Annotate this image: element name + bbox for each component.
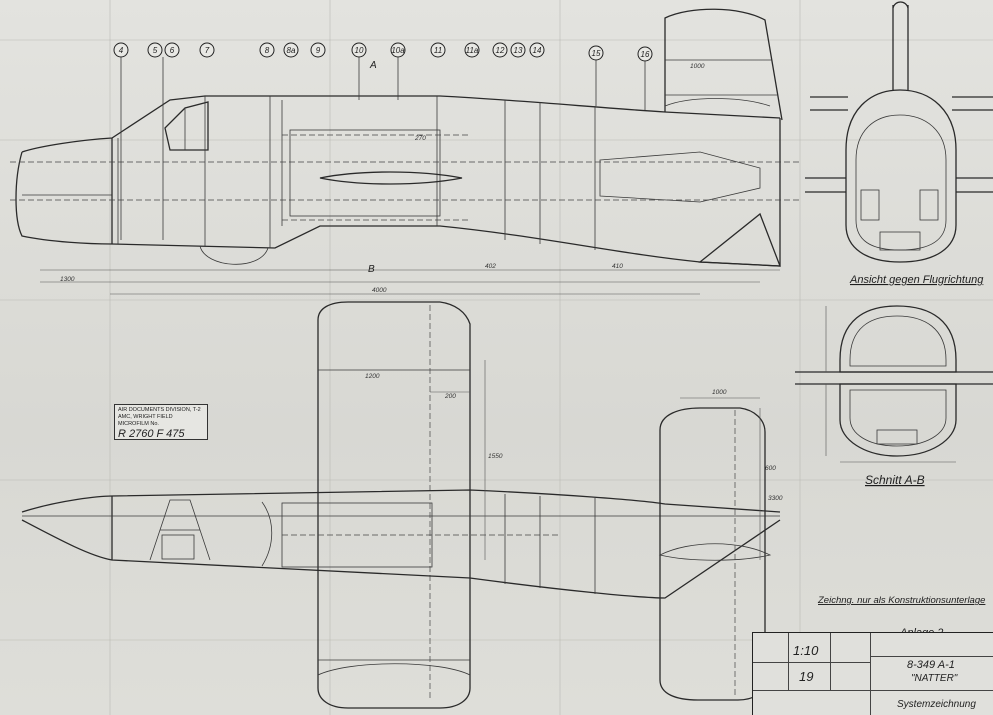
station-marker: 4 xyxy=(113,42,129,58)
title-block: 1:10 19 8-349 A-1 "NATTER" Systemzeichnu… xyxy=(752,632,993,715)
scale-cell: 1:10 xyxy=(789,633,831,663)
svg-text:5: 5 xyxy=(153,46,158,55)
section-marker-b: B xyxy=(368,264,375,275)
sheet-cell: 19 xyxy=(789,663,831,691)
section-view xyxy=(795,305,993,463)
title-cell xyxy=(753,691,871,715)
svg-text:16: 16 xyxy=(641,50,650,59)
section-label: Schnitt A-B xyxy=(865,473,925,487)
svg-text:11a: 11a xyxy=(466,46,479,55)
dim-label: 1200 xyxy=(365,373,380,380)
drawing-type: Systemzeichnung xyxy=(897,699,976,710)
station-marker: 10 xyxy=(351,42,367,58)
front-view-label: Ansicht gegen Flugrichtung xyxy=(849,274,984,286)
station-marker: 10a xyxy=(390,42,406,58)
svg-text:13: 13 xyxy=(514,46,523,55)
top-view xyxy=(21,301,781,709)
station-marker: 13 xyxy=(510,42,526,58)
station-marker: 8a xyxy=(283,42,299,58)
svg-text:4: 4 xyxy=(119,46,124,55)
section-marker-a: A xyxy=(369,60,377,71)
svg-text:8: 8 xyxy=(265,46,270,55)
dim-label: 1000 xyxy=(690,63,705,70)
stamp-number: R 2760 F 475 xyxy=(118,428,185,440)
title-cell xyxy=(831,663,871,691)
station-marker: 7 xyxy=(199,42,215,58)
stamp-line: AIR DOCUMENTS DIVISION, T-2 xyxy=(118,407,201,413)
side-view xyxy=(10,8,800,295)
dim-label: 270 xyxy=(414,135,426,142)
dim-label: 1300 xyxy=(60,276,75,283)
svg-text:10a: 10a xyxy=(391,46,405,55)
dim-label: 1550 xyxy=(488,453,503,460)
title-cell xyxy=(753,663,789,691)
svg-text:14: 14 xyxy=(533,46,542,55)
station-markers: 4 5 6 7 8 8a 9 10 10a 11 11a 12 13 14 15… xyxy=(113,42,653,240)
svg-text:10: 10 xyxy=(355,46,364,55)
front-view xyxy=(805,1,993,263)
designation-value: 8-349 A-1 xyxy=(907,659,955,671)
stamp-line: MICROFILM No. xyxy=(118,421,159,427)
station-marker: 15 xyxy=(588,45,604,61)
station-marker: 5 xyxy=(147,42,163,58)
svg-text:7: 7 xyxy=(205,46,210,55)
dim-label: 410 xyxy=(612,263,623,270)
aircraft-name: "NATTER" xyxy=(911,673,958,684)
svg-text:9: 9 xyxy=(316,46,321,55)
title-cell xyxy=(753,633,789,663)
svg-text:15: 15 xyxy=(592,49,601,58)
revision-cell xyxy=(871,633,993,657)
drawing-type-cell: Systemzeichnung xyxy=(871,691,993,715)
station-marker: 14 xyxy=(529,42,545,58)
dim-label: 402 xyxy=(485,263,496,270)
microfilm-stamp: AIR DOCUMENTS DIVISION, T-2 AMC, WRIGHT … xyxy=(114,404,208,440)
title-cell xyxy=(831,633,871,663)
svg-text:6: 6 xyxy=(170,46,175,55)
dim-label: 1000 xyxy=(712,389,727,396)
station-marker: 6 xyxy=(164,42,180,58)
sheet-value: 19 xyxy=(799,669,814,684)
station-marker: 9 xyxy=(310,42,326,58)
dim-label: 3300 xyxy=(768,495,783,502)
stamp-line: AMC, WRIGHT FIELD xyxy=(118,414,173,420)
station-marker: 12 xyxy=(492,42,508,58)
dim-label: 200 xyxy=(444,393,456,400)
station-marker: 11 xyxy=(430,42,446,58)
station-marker: 16 xyxy=(637,46,653,62)
designation-cell: 8-349 A-1 "NATTER" xyxy=(871,657,993,691)
construction-note: Zeichng. nur als Konstruktionsunterlage xyxy=(817,595,985,606)
dim-label: 600 xyxy=(765,465,776,472)
station-marker: 8 xyxy=(259,42,275,58)
scale-value: 1:10 xyxy=(793,643,819,658)
svg-text:11: 11 xyxy=(434,46,442,55)
station-marker: 11a xyxy=(464,42,480,58)
svg-text:8a: 8a xyxy=(287,46,296,55)
svg-text:12: 12 xyxy=(496,46,505,55)
dim-label: 4000 xyxy=(372,287,387,294)
